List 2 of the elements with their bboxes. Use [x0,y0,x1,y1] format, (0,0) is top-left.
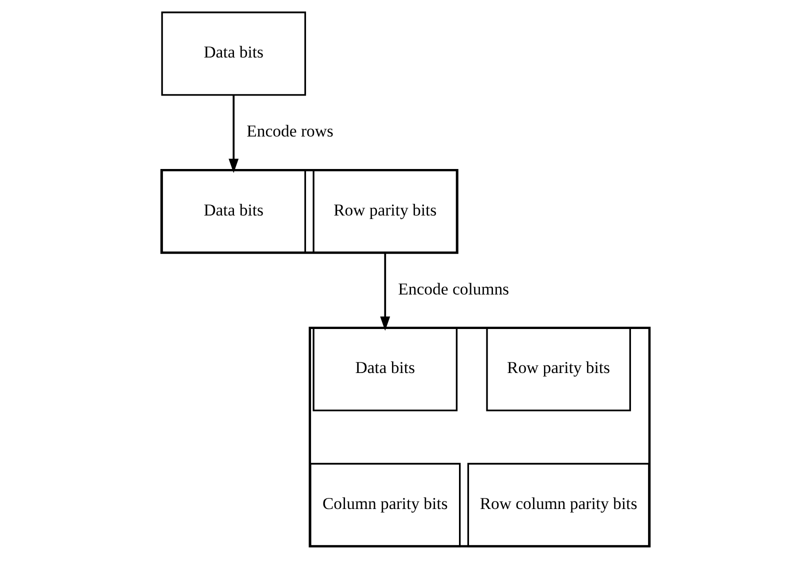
edge-label: Encode columns [398,279,510,298]
edge-label: Encode rows [246,121,334,140]
